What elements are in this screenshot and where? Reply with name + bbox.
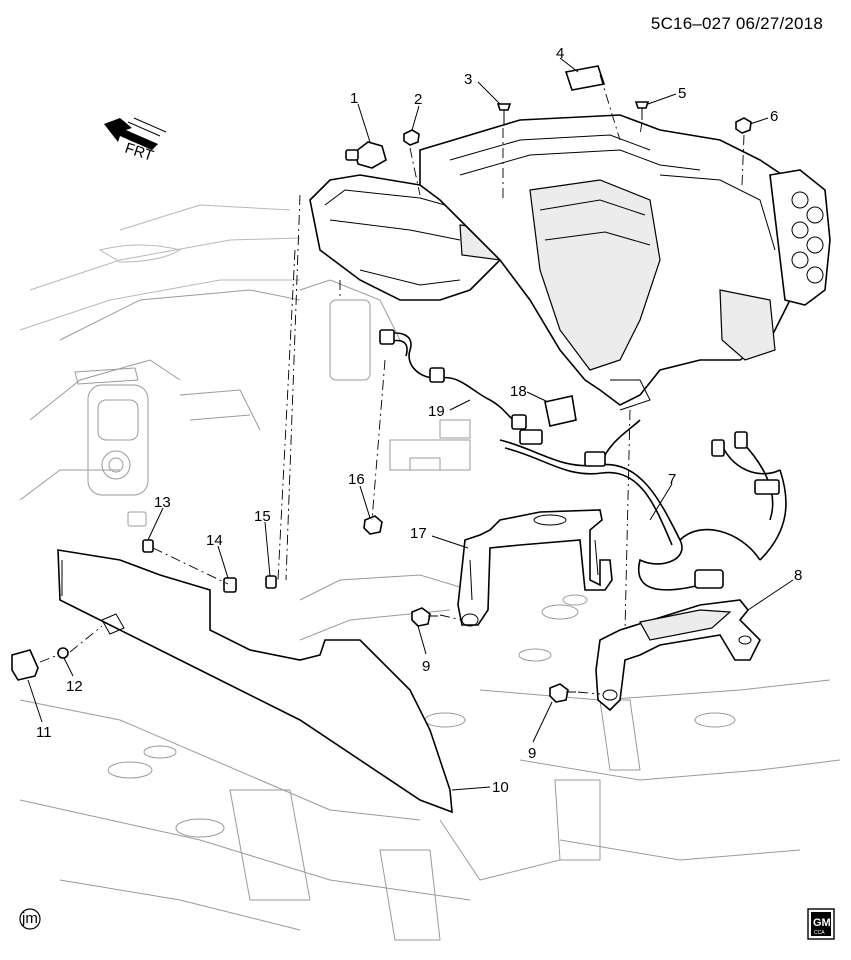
callout-5: 5 bbox=[678, 85, 686, 102]
part-12-washer bbox=[57, 647, 69, 659]
part-18-module bbox=[544, 395, 577, 427]
part-5-screw bbox=[634, 101, 650, 120]
alignment-lines bbox=[39, 74, 745, 695]
part-2-nut bbox=[403, 129, 420, 146]
part-7-wiring-harness bbox=[499, 419, 787, 591]
console-body bbox=[419, 114, 831, 411]
vehicle-body-background bbox=[19, 204, 841, 941]
part-14-clip bbox=[223, 577, 237, 593]
front-direction-arrow: FRT bbox=[104, 117, 167, 165]
part-19-harness bbox=[379, 329, 527, 430]
part-9-bolt-b bbox=[549, 683, 576, 703]
callout-8: 8 bbox=[794, 567, 802, 584]
callout-3: 3 bbox=[464, 71, 472, 88]
callout-7: 7 bbox=[668, 471, 676, 488]
callout-6: 6 bbox=[770, 108, 778, 125]
gm-logo-text: GM bbox=[813, 917, 831, 929]
part-15-clip bbox=[265, 575, 277, 589]
callout-9a: 9 bbox=[422, 658, 430, 675]
part-9-bolt-a bbox=[411, 607, 438, 627]
part-11-cap bbox=[11, 649, 39, 681]
part-13-clip bbox=[142, 539, 154, 553]
callout-1: 1 bbox=[350, 90, 358, 107]
callout-12: 12 bbox=[66, 678, 83, 695]
author-initials: jm bbox=[21, 910, 38, 927]
part-3-screw bbox=[496, 103, 512, 125]
part-4-pad bbox=[564, 65, 606, 91]
gm-logo: GM CCA bbox=[807, 908, 835, 940]
callouts: 1 2 3 4 5 6 7 8 9 9 10 11 12 13 14 15 16… bbox=[36, 45, 802, 796]
diagram-code-date: 5C16–027 06/27/2018 bbox=[650, 14, 823, 33]
part-16-nut bbox=[363, 515, 383, 535]
part-10-side-panel bbox=[57, 549, 453, 814]
callout-15: 15 bbox=[254, 508, 271, 525]
callout-17: 17 bbox=[410, 525, 427, 542]
callout-16: 16 bbox=[348, 471, 365, 488]
leader-lines bbox=[27, 57, 794, 791]
callout-2: 2 bbox=[414, 91, 422, 108]
callout-4: 4 bbox=[556, 45, 564, 62]
author-mark: jm bbox=[19, 908, 41, 930]
part-17-bracket bbox=[457, 509, 613, 627]
callout-19: 19 bbox=[428, 403, 445, 420]
callout-11: 11 bbox=[36, 724, 52, 741]
part-6-nut bbox=[735, 117, 752, 134]
callout-14: 14 bbox=[206, 532, 223, 549]
callout-18: 18 bbox=[510, 383, 527, 400]
callout-13: 13 bbox=[154, 494, 171, 511]
gm-logo-subtext: CCA bbox=[814, 930, 825, 936]
callout-10: 10 bbox=[492, 779, 509, 796]
callout-9b: 9 bbox=[528, 745, 536, 762]
part-8-bracket bbox=[595, 599, 761, 712]
